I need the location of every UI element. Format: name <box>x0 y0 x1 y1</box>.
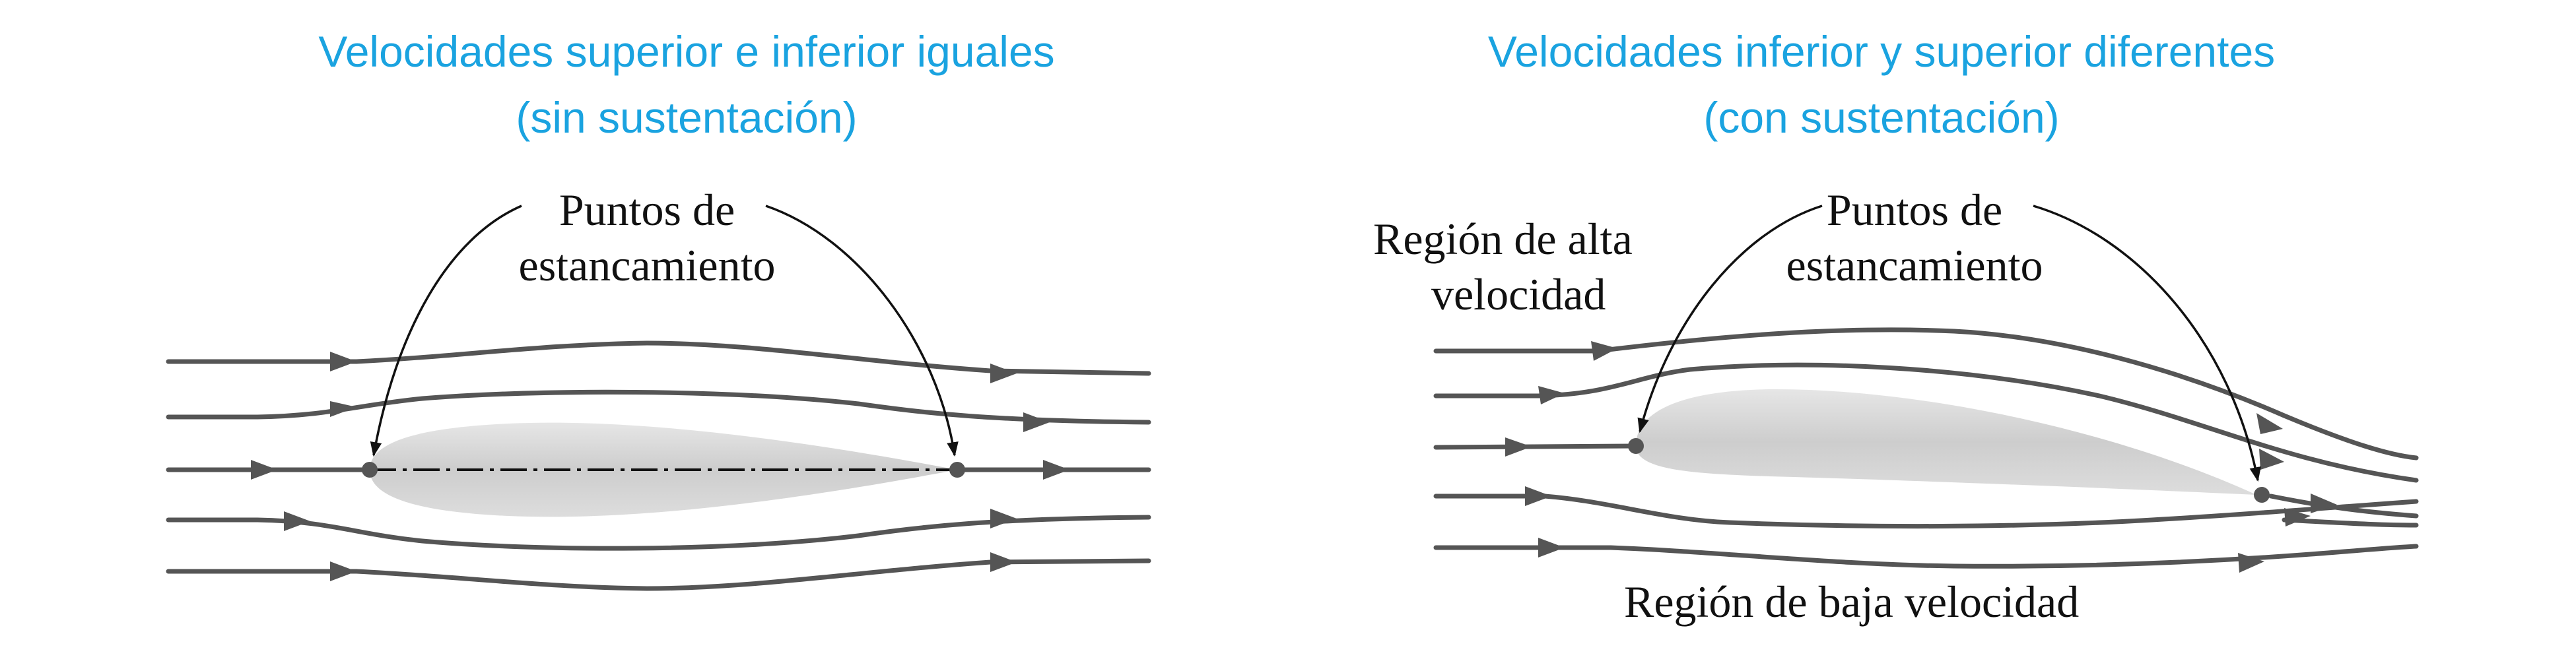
right-title-line-1: Velocidades inferior y superior diferent… <box>1487 27 2276 76</box>
left-flow-arrow-5b <box>990 552 1017 572</box>
left-flow-arrow-5a <box>330 561 356 581</box>
right-airfoil <box>1636 389 2256 495</box>
left-flow-arrow-3a <box>251 460 277 480</box>
left-flow-arrow-3b <box>1043 460 1069 480</box>
right-streamline-2 <box>1433 362 2419 483</box>
left-stagnation-label-line-1: Puntos de <box>559 185 735 235</box>
left-streamline-2 <box>166 389 1151 425</box>
right-title-line-2: (con sustentación) <box>1703 93 2060 142</box>
right-flow-arrow-3b <box>2311 494 2337 513</box>
left-panel <box>166 205 1151 591</box>
right-streamline-5 <box>1433 544 2419 569</box>
right-panel <box>1433 205 2419 573</box>
right-flow-arrow-1b <box>2256 413 2283 434</box>
high-velocity-label: Región de alta velocidad <box>1373 211 1633 322</box>
left-flow-arrow-2b <box>1023 412 1050 432</box>
low-velocity-label: Región de baja velocidad <box>1624 574 2079 629</box>
left-streamline-1 <box>166 340 1151 376</box>
left-flow-arrow-4a <box>284 511 310 531</box>
right-title: Velocidades inferior y superior diferent… <box>1320 18 2443 150</box>
right-flow-arrow-2a <box>1538 386 1565 404</box>
left-trailing-stagnation-point <box>949 462 965 478</box>
left-airfoil <box>370 422 957 517</box>
right-flow-arrow-1a <box>1591 341 1617 361</box>
left-leading-stagnation-point <box>362 462 378 478</box>
left-leader-line-trailing <box>765 205 959 457</box>
left-streamline-5 <box>166 558 1151 591</box>
left-title: Velocidades superior e inferior iguales … <box>125 18 1248 150</box>
right-flow-arrow-2b <box>2259 449 2284 470</box>
left-stagnation-label-line-2: estancamiento <box>518 240 776 290</box>
right-flow-arrow-5a <box>1538 538 1565 558</box>
right-trailing-stagnation-point <box>2254 487 2270 503</box>
right-flow-arrow-4b <box>2284 508 2311 526</box>
left-title-line-2: (sin sustentación) <box>516 93 858 142</box>
right-flow-arrow-4a <box>1525 486 1551 506</box>
right-streamline-3a <box>1433 443 1639 450</box>
high-velocity-label-line-2: velocidad <box>1431 269 1606 319</box>
right-streamline-6 <box>2282 517 2419 528</box>
right-flow-arrow-3a <box>1505 437 1532 457</box>
low-velocity-label-text: Región de baja velocidad <box>1624 577 2080 627</box>
right-streamline-4 <box>1433 494 2419 529</box>
right-streamline-1 <box>1433 327 2419 461</box>
right-stagnation-label-line-2: estancamiento <box>1786 240 2043 290</box>
left-flow-arrow-1a <box>330 352 356 371</box>
left-title-line-1: Velocidades superior e inferior iguales <box>318 27 1055 76</box>
left-leader-line-leading <box>370 205 522 457</box>
right-leader-line-trailing <box>2033 205 2261 482</box>
high-velocity-label-line-1: Región de alta <box>1373 214 1633 264</box>
left-stagnation-label: Puntos de estancamiento <box>482 182 812 293</box>
right-flow-arrow-5b <box>2238 553 2264 573</box>
right-stagnation-label: Puntos de estancamiento <box>1749 182 2080 293</box>
left-flow-arrow-1b <box>990 364 1017 383</box>
right-leading-stagnation-point <box>1628 438 1644 454</box>
right-leader-line-leading <box>1637 205 1823 433</box>
left-flow-arrow-2a <box>330 401 356 417</box>
right-stagnation-label-line-1: Puntos de <box>1826 185 2003 235</box>
left-streamline-4 <box>166 515 1151 551</box>
left-flow-arrow-4b <box>990 509 1017 528</box>
